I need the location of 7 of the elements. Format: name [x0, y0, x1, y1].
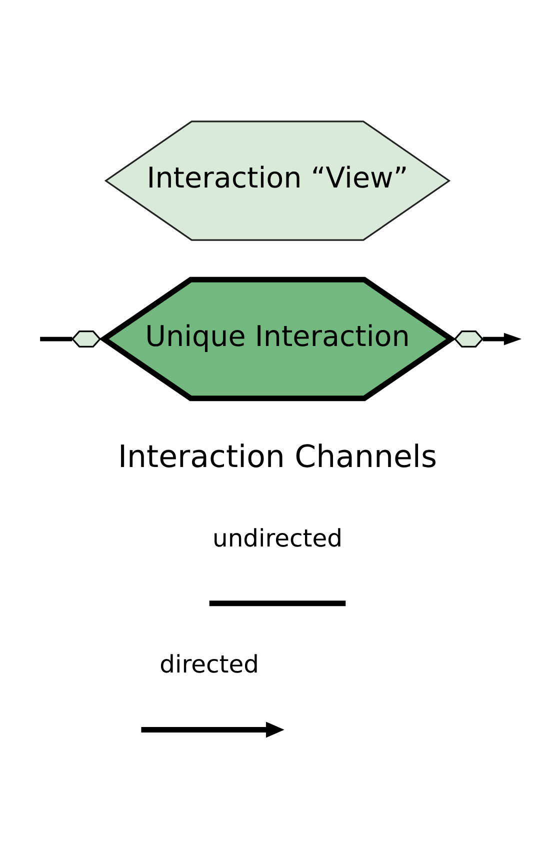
node-hexagon — [71, 330, 102, 348]
arrow — [482, 332, 522, 346]
legend-label: undirected — [212, 524, 342, 552]
node-hexagon — [454, 330, 484, 348]
legend-label: directed — [160, 650, 260, 679]
label: Interaction Channels — [118, 438, 438, 475]
connector — [40, 336, 72, 342]
